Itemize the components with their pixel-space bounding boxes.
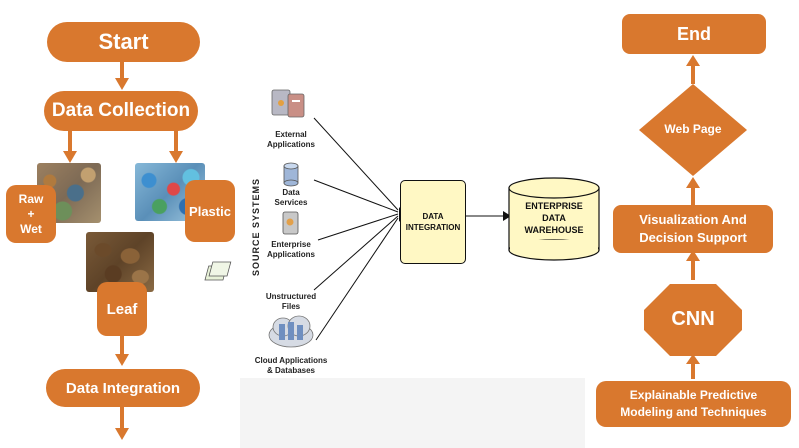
web-page-label: Web Page	[664, 122, 722, 136]
arrow-collection-to-plastic	[174, 131, 178, 153]
source-label-enterprise: Enterprise Applications	[266, 240, 315, 259]
source-label-data-services: Data Services	[274, 188, 308, 207]
source-label-files: Unstructured Files	[265, 292, 317, 311]
source-label-cloud: Cloud Applications & Databases	[254, 356, 328, 375]
data-collection-node: Data Collection	[44, 91, 198, 131]
middle-panel-top	[240, 0, 585, 82]
source-systems-label: SOURCE SYSTEMS	[251, 178, 261, 277]
warehouse-label: ENTERPRISE DATA WAREHOUSE	[524, 201, 584, 235]
end-node: End	[622, 14, 766, 54]
arrow-collection-to-raw	[68, 131, 72, 153]
cnn-label: CNN	[671, 308, 715, 330]
leaf-node: Leaf	[97, 282, 147, 336]
plastic-node: Plastic	[185, 180, 235, 242]
raw-wet-node: Raw + Wet	[6, 185, 56, 243]
source-label-external: External Applications	[266, 130, 315, 149]
arrow-start-to-collection	[120, 62, 124, 80]
explainable-node: Explainable Predictive Modeling and Tech…	[596, 381, 791, 427]
data-integration-node: Data Integration	[46, 369, 200, 407]
visualization-node: Visualization And Decision Support	[613, 205, 773, 253]
start-node: Start	[47, 22, 200, 62]
arrow-leaf-to-integration	[120, 336, 124, 356]
integration-box: DATA INTEGRATION	[400, 180, 466, 264]
arrow-integration-down	[120, 407, 124, 429]
